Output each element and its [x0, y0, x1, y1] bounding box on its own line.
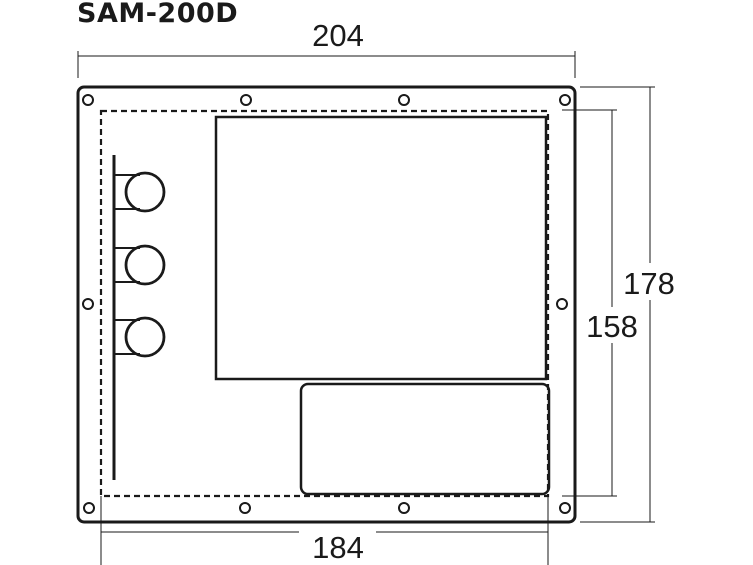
mounting-hole [398, 94, 410, 106]
mounting-hole [559, 94, 571, 106]
connector-3 [114, 316, 166, 358]
mounting-hole [240, 94, 252, 106]
display-window [214, 115, 548, 381]
lower-window [299, 382, 551, 496]
mounting-hole [82, 298, 94, 310]
mounting-hole [559, 502, 571, 514]
cutout-height-label: 158 [586, 309, 638, 344]
mounting-hole [556, 298, 568, 310]
connector-2 [114, 244, 166, 286]
connector-1 [114, 171, 166, 213]
overall-height-label: 178 [623, 266, 675, 301]
mounting-hole [82, 94, 94, 106]
outer-plate [76, 85, 577, 524]
overall-width-label: 204 [312, 18, 364, 53]
mounting-hole [239, 502, 251, 514]
mounting-hole [398, 502, 410, 514]
mounting-hole [83, 502, 95, 514]
model-title: SAM-200D [77, 0, 239, 29]
cutout-width-label: 184 [312, 530, 364, 565]
cutout-outline [99, 109, 550, 498]
